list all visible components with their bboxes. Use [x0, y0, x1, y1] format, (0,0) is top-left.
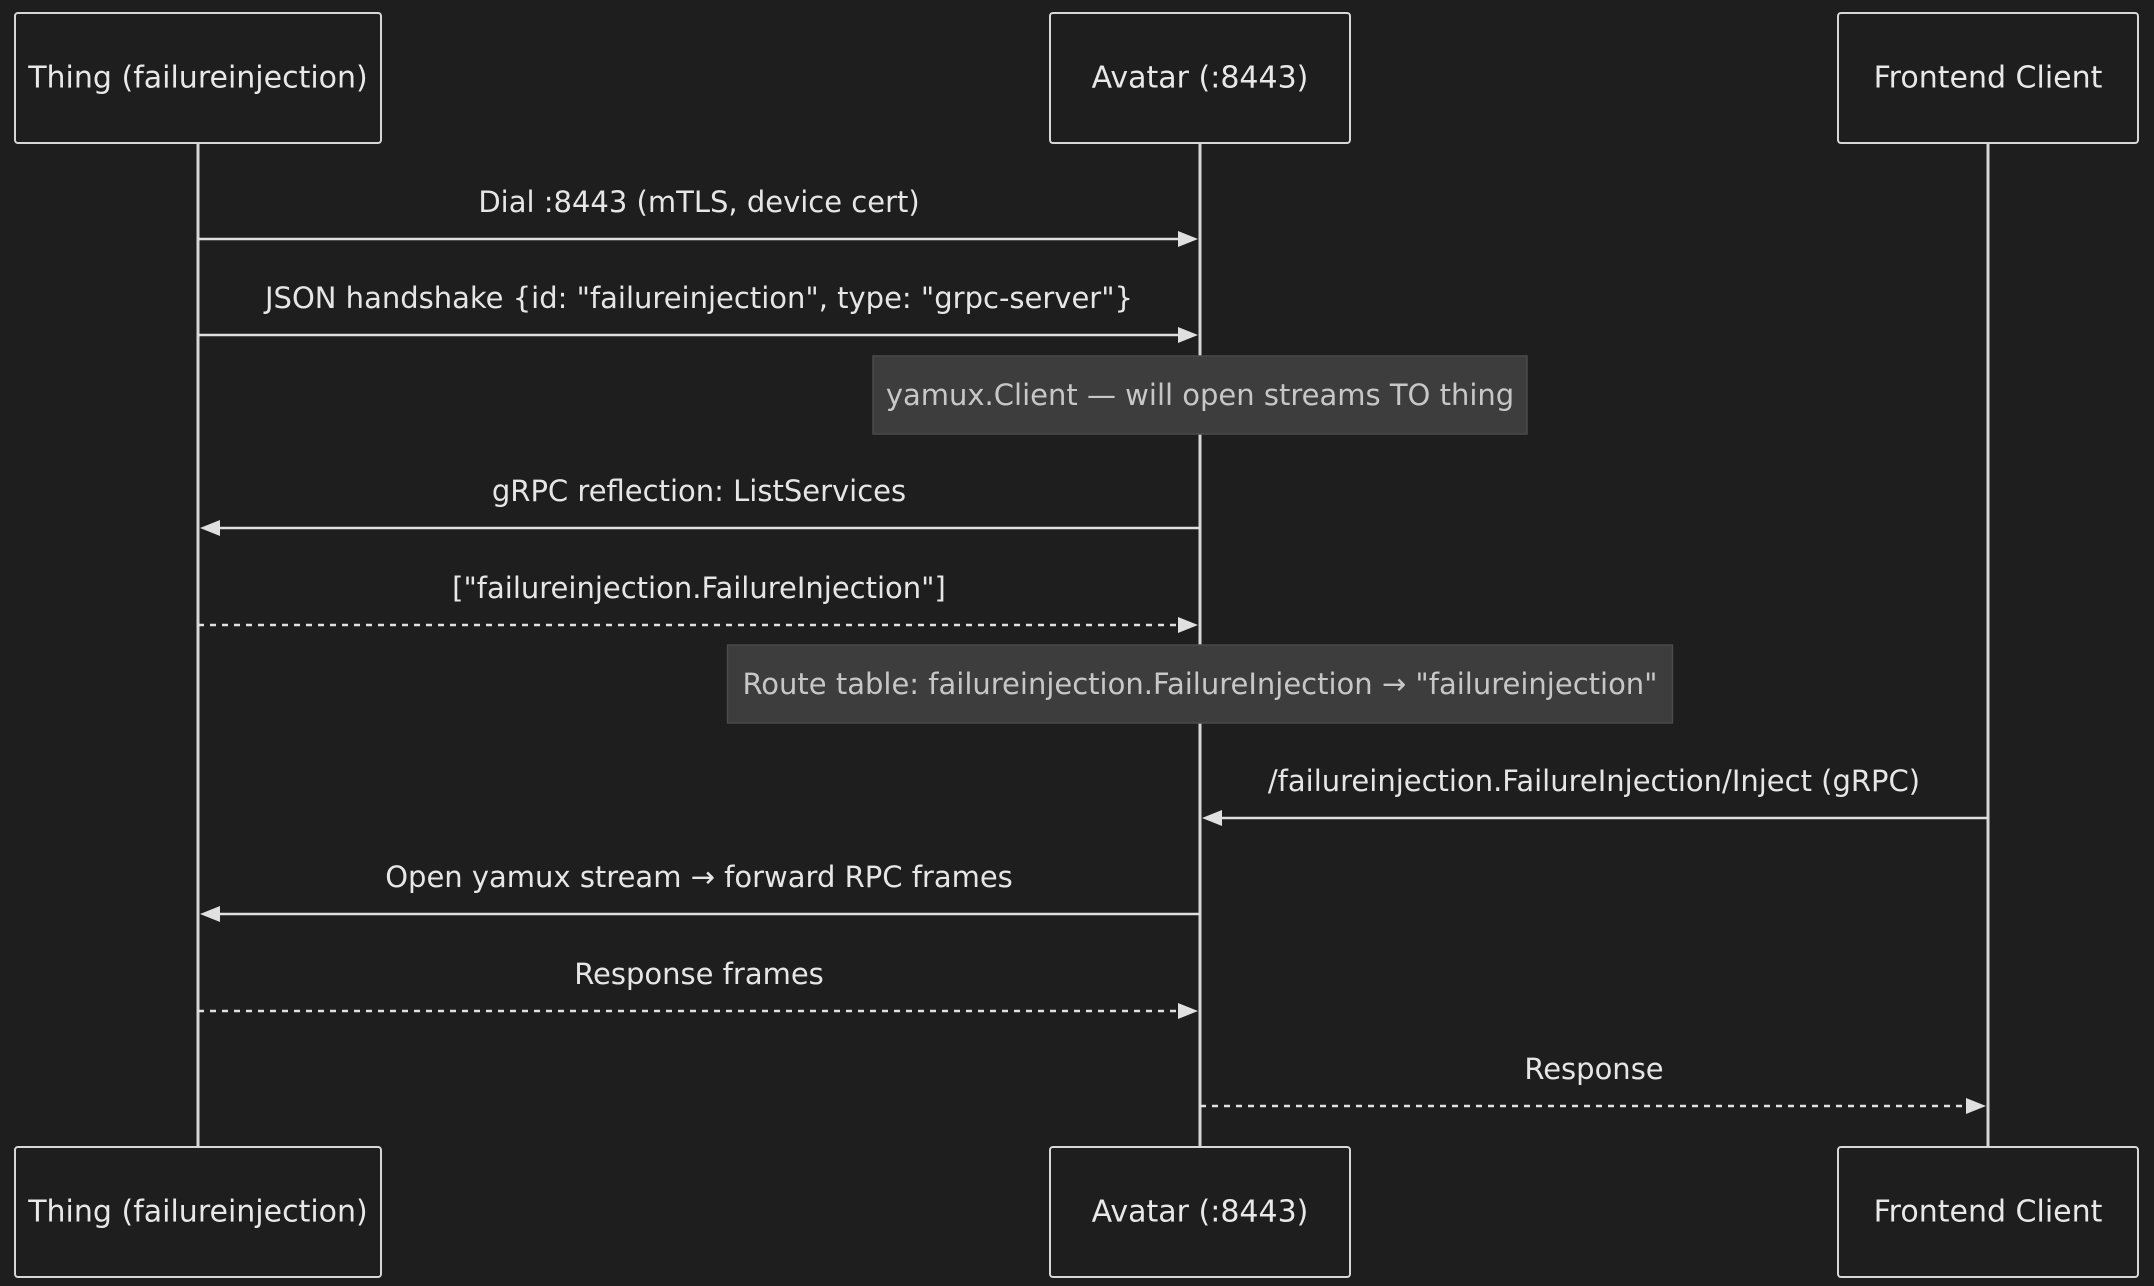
arrowhead-icon — [1178, 327, 1198, 343]
arrowhead-icon — [1178, 1003, 1198, 1019]
note: yamux.Client — will open streams TO thin… — [872, 355, 1528, 435]
arrowhead-icon — [1202, 810, 1222, 826]
actor-avatar-bottom: Avatar (:8443) — [1049, 1146, 1351, 1278]
message-label: Dial :8443 (mTLS, device cert) — [478, 185, 919, 219]
message-arrow: /failureinjection.FailureInjection/Injec… — [1202, 764, 1988, 826]
actor-box — [1049, 12, 1351, 144]
arrowhead-icon — [200, 520, 220, 536]
actor-box — [1049, 1146, 1351, 1278]
message-label: gRPC reflection: ListServices — [492, 474, 906, 508]
actor-client-bottom: Frontend Client — [1837, 1146, 2139, 1278]
actor-label: Frontend Client — [1874, 61, 2103, 96]
note-box — [726, 644, 1674, 724]
message-arrow: Open yamux stream → forward RPC frames — [200, 860, 1200, 922]
actor-box — [14, 12, 382, 144]
note-box — [872, 355, 1528, 435]
actor-label: Avatar (:8443) — [1092, 1195, 1309, 1230]
actor-label: Thing (failureinjection) — [27, 61, 368, 96]
arrowhead-icon — [1178, 617, 1198, 633]
message-arrow: gRPC reflection: ListServices — [200, 474, 1200, 536]
message-label: Open yamux stream → forward RPC frames — [385, 860, 1013, 894]
message-label: JSON handshake {id: "failureinjection", … — [263, 281, 1133, 315]
actor-box — [14, 1146, 382, 1278]
actor-thing-bottom: Thing (failureinjection) — [14, 1146, 382, 1278]
message-label: Response frames — [574, 957, 824, 991]
actor-box — [1837, 12, 2139, 144]
message-arrow: Response — [1200, 1052, 1986, 1114]
message-arrow: ["failureinjection.FailureInjection"] — [198, 571, 1198, 633]
actor-client-top: Frontend Client — [1837, 12, 2139, 144]
message-label: ["failureinjection.FailureInjection"] — [452, 571, 946, 605]
actor-label: Thing (failureinjection) — [27, 1195, 368, 1230]
actor-box — [1837, 1146, 2139, 1278]
actor-thing-top: Thing (failureinjection) — [14, 12, 382, 144]
arrowhead-icon — [1966, 1098, 1986, 1114]
message-label: /failureinjection.FailureInjection/Injec… — [1268, 764, 1920, 798]
message-arrow: JSON handshake {id: "failureinjection", … — [198, 281, 1198, 343]
message-arrow: Dial :8443 (mTLS, device cert) — [198, 185, 1198, 247]
message-label: Response — [1524, 1052, 1663, 1086]
arrowhead-icon — [200, 906, 220, 922]
arrowhead-icon — [1178, 231, 1198, 247]
actor-label: Avatar (:8443) — [1092, 61, 1309, 96]
note-label: yamux.Client — will open streams TO thin… — [886, 378, 1514, 412]
actor-label: Frontend Client — [1874, 1195, 2103, 1230]
message-arrow: Response frames — [198, 957, 1198, 1019]
note: Route table: failureinjection.FailureInj… — [726, 644, 1674, 724]
actor-avatar-top: Avatar (:8443) — [1049, 12, 1351, 144]
note-label: Route table: failureinjection.FailureInj… — [742, 667, 1657, 701]
